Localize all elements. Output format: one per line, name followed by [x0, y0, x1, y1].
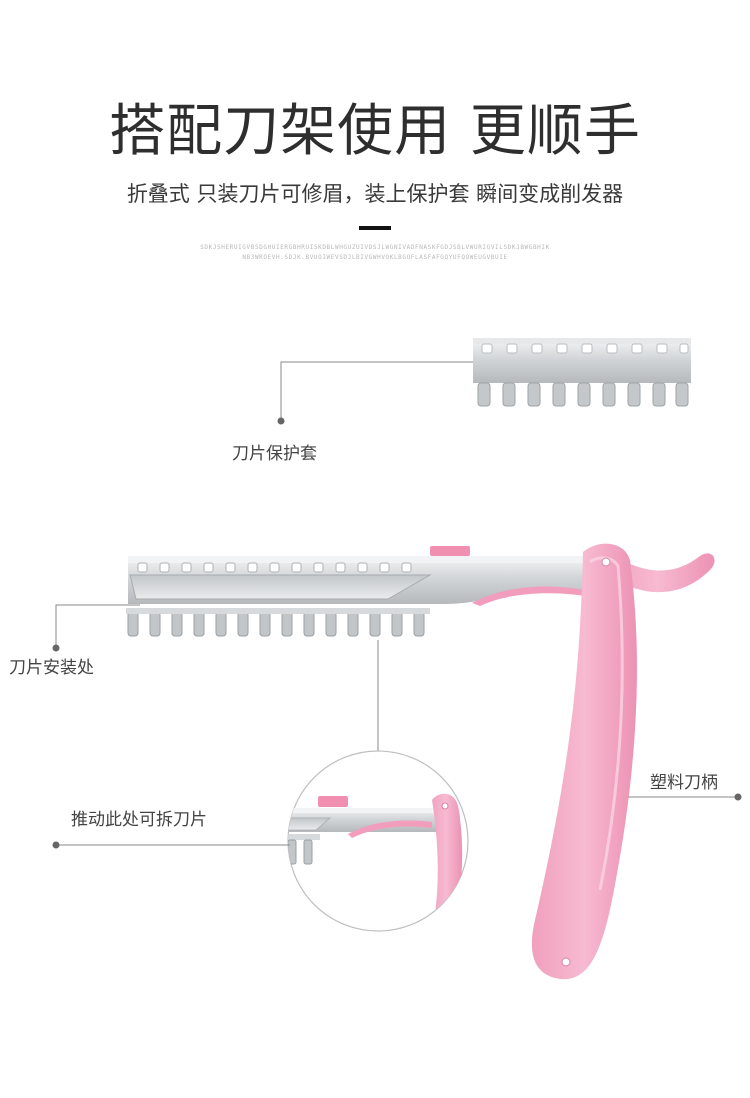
callout-dot-push [52, 841, 60, 849]
label-push-release: 推动此处可拆刀片 [71, 810, 207, 830]
page-title: 搭配刀架使用 更顺手 [109, 99, 641, 164]
callout-line-guard [280, 361, 473, 421]
label-blade-mount: 刀片安装处 [9, 658, 94, 678]
callout-dot-handle [734, 793, 742, 801]
decor-text-line-2: NB3WROEVH.SDJK.BVUOIWEVSDJLBIVGWHVOKLBGO… [242, 254, 508, 261]
label-blade-guard: 刀片保护套 [232, 444, 317, 464]
callout-dot-guard [277, 417, 285, 425]
callout-line-mount [55, 604, 140, 648]
callout-dot-mount [52, 644, 60, 652]
label-plastic-handle: 塑料刀柄 [650, 773, 718, 793]
razor-main-image [126, 543, 715, 980]
blade-guard-image [473, 338, 691, 407]
decor-text-line-1: SDKJSHERUIGVBSDGHUIERGBHRUISKDBLWHGUZUIV… [200, 244, 550, 251]
page-subtitle: 折叠式 只装刀片可修眉，装上保护套 瞬间变成削发器 [126, 182, 624, 206]
title-divider [359, 226, 391, 230]
zoom-detail-image [287, 750, 469, 932]
